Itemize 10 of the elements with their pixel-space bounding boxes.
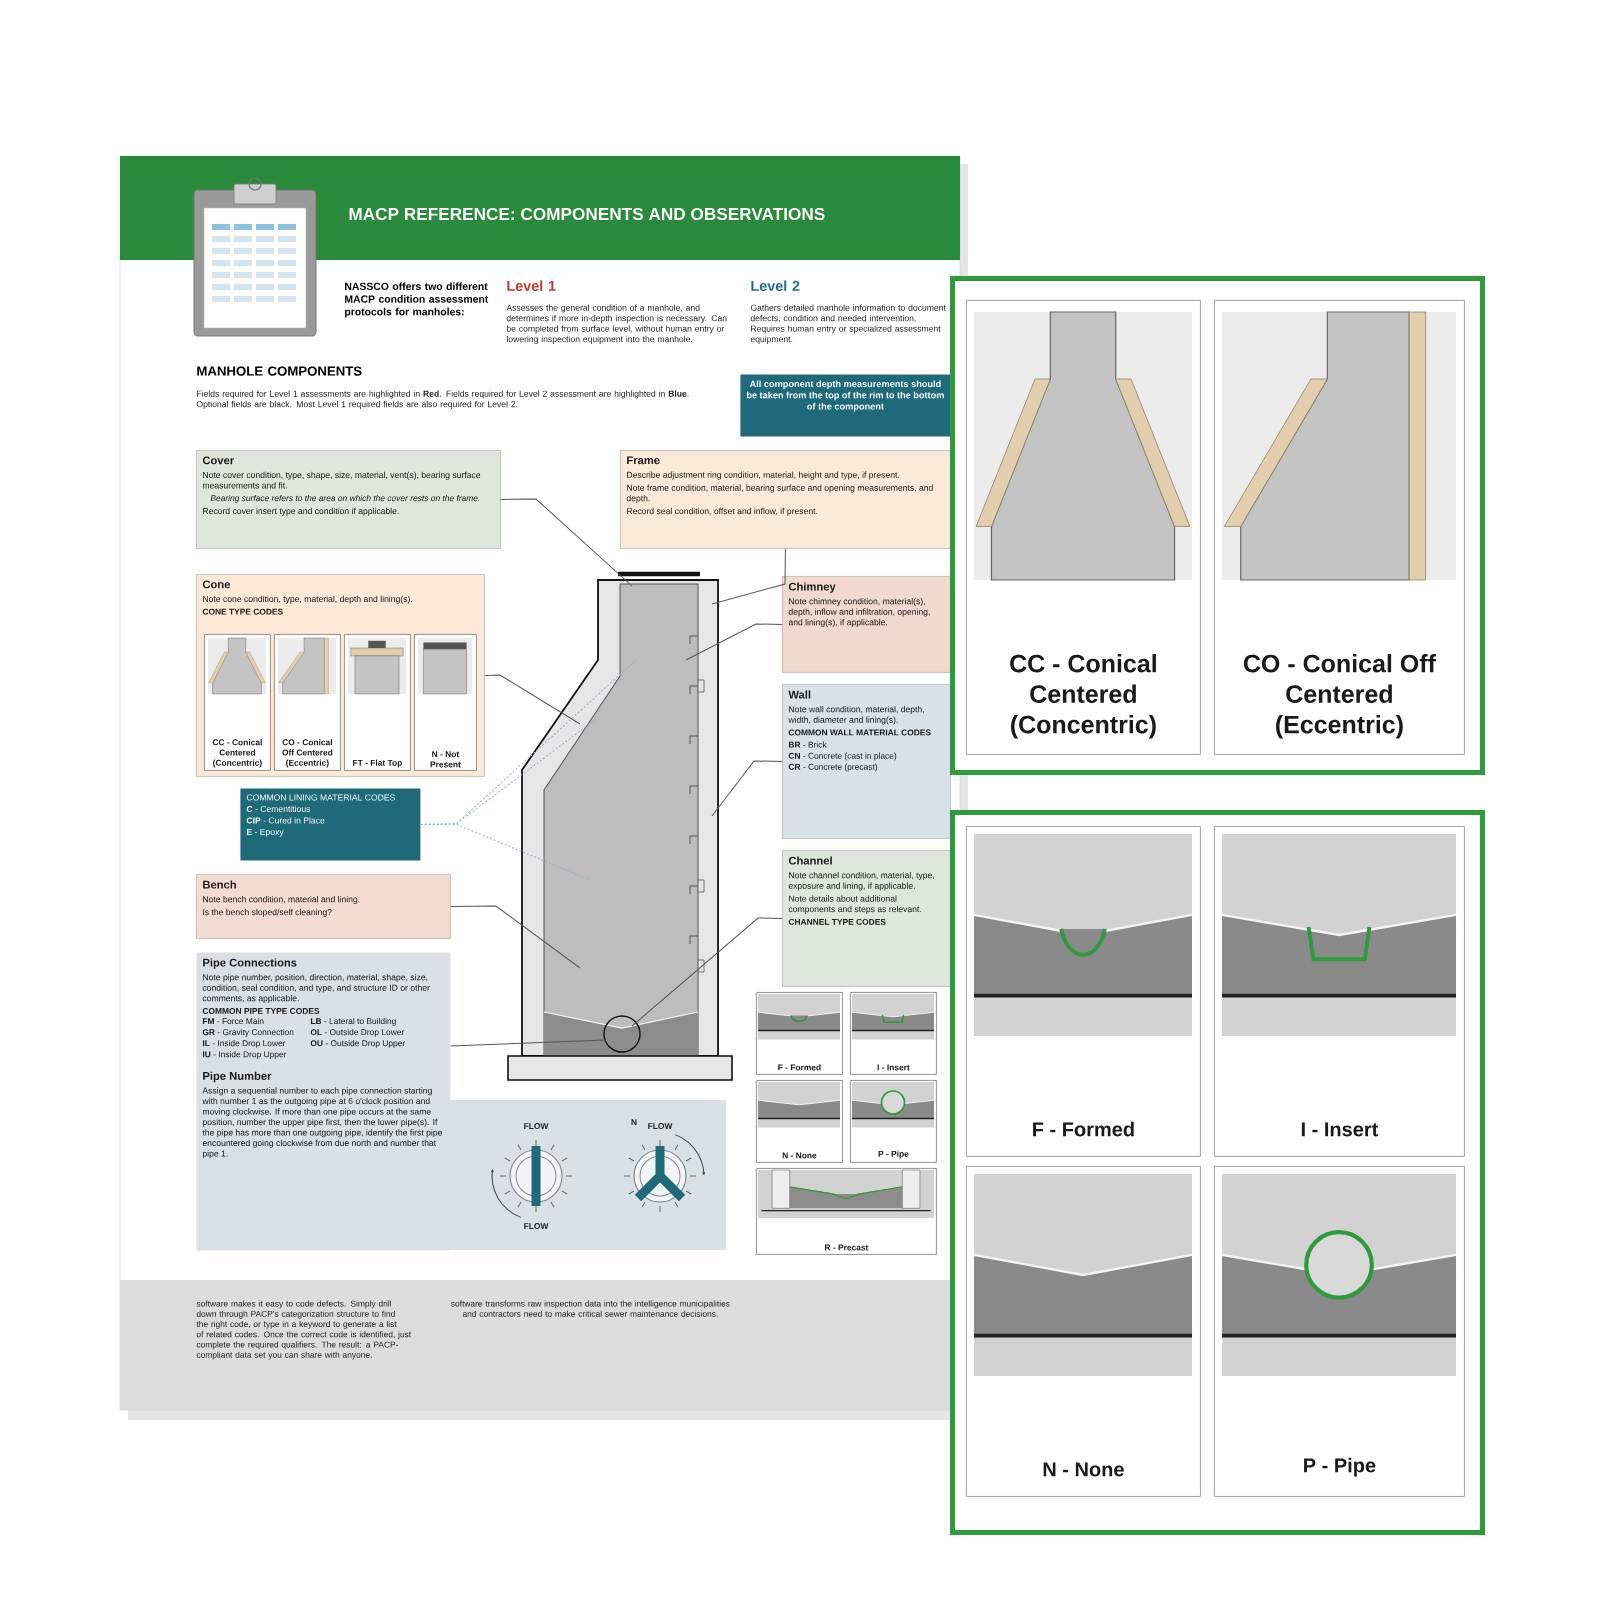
leader-line [420,823,591,881]
leader-line [711,548,786,605]
leader-line [500,498,633,587]
leader-line [711,760,783,817]
leader-line [450,1039,607,1047]
title-banner: MACP REFERENCE: COMPONENTS AND OBSERVATIONS [120,156,960,260]
leader-line [631,917,783,1027]
leader-line [450,905,581,969]
leader-line [484,674,581,725]
leader-line [685,623,783,661]
